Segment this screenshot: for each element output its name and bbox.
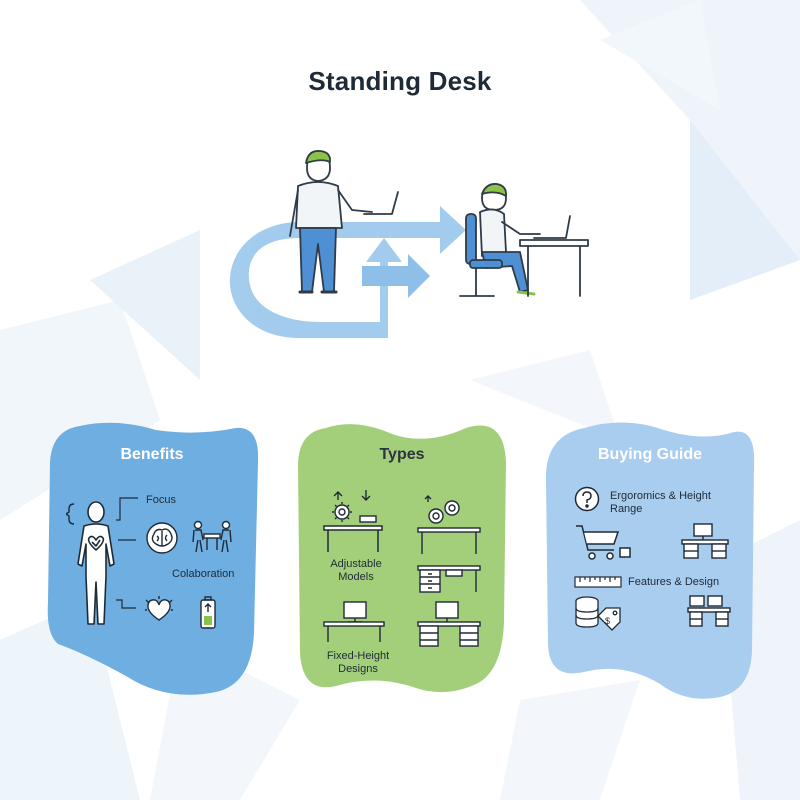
adjustable-label: Adjustable Models (330, 558, 382, 583)
coins-icon (574, 596, 600, 628)
benefits-panel: Benefits Focus Colaboration (46, 422, 258, 698)
monitor-desk-icon (322, 600, 386, 644)
connector-lines (116, 496, 146, 626)
fixed-label: Fixed-Height Designs (326, 650, 390, 675)
page-title: Standing Desk (308, 66, 492, 96)
ruler-icon (574, 576, 622, 588)
buying-guide-blob (545, 422, 755, 699)
gear-arrows-icon (324, 488, 380, 528)
battery-icon (198, 596, 218, 630)
benefits-title: Benefits (120, 446, 184, 463)
features-label: Features & Design (628, 576, 720, 588)
focus-label: Focus (146, 494, 176, 506)
sitting-person-icon (459, 183, 589, 297)
workstation-icon (686, 594, 732, 628)
collaboration-icon (190, 520, 234, 554)
buying-guide-title: Buying Guide (598, 446, 702, 463)
bracket-icon (66, 502, 80, 526)
svg-text:$: $ (605, 616, 610, 626)
standing-person-icon (289, 150, 399, 294)
hero-illustration (229, 150, 589, 338)
ergonomics-label: Ergoromics & Height Range (610, 490, 711, 515)
buying-guide-panel: Buying Guide Ergoromics & Height Range F… (544, 422, 756, 700)
body-heart-icon (68, 500, 124, 630)
gear-desk-icon (416, 492, 482, 556)
drawer-desk-icon (416, 564, 482, 594)
cart-icon (574, 522, 632, 562)
adjustable-desk-icon (322, 524, 384, 554)
collaboration-label: Colaboration (172, 568, 235, 580)
office-desk-icon (680, 522, 730, 560)
price-tag-icon: $ (596, 606, 622, 632)
question-icon (574, 486, 600, 512)
brain-icon (144, 522, 180, 554)
types-title: Types (379, 446, 425, 463)
cycle-arrow-icon (229, 206, 466, 338)
heart-icon (144, 596, 174, 624)
monitor-drawer-desk-icon (416, 600, 482, 648)
types-panel: Types Adjustable Models (296, 422, 508, 698)
